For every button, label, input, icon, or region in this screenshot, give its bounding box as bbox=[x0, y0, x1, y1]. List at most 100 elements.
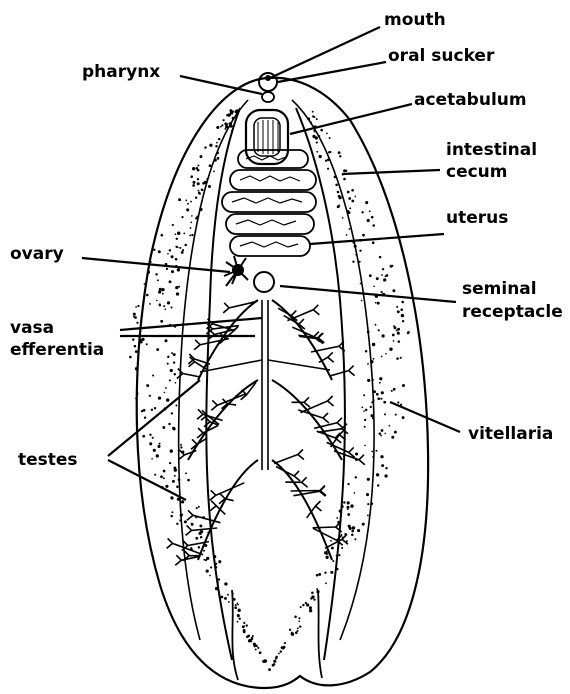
vitellaria-dot bbox=[372, 343, 375, 346]
label-seminal-line2: receptacle bbox=[462, 302, 563, 322]
vitellaria-dot bbox=[172, 224, 174, 226]
vitellaria-dot bbox=[170, 496, 173, 499]
vitellaria-dot bbox=[167, 363, 169, 365]
vitellaria-dot bbox=[362, 523, 365, 526]
vitellaria-dot bbox=[161, 234, 164, 237]
vitellaria-dot bbox=[400, 308, 403, 311]
vitellaria-dot bbox=[155, 273, 157, 275]
vitellaria-dot bbox=[181, 251, 184, 254]
vitellaria-dot bbox=[355, 476, 357, 478]
vitellaria-dot bbox=[151, 458, 153, 460]
vitellaria-dot bbox=[402, 320, 404, 322]
vitellaria-dot bbox=[176, 292, 179, 295]
vitellaria-dot bbox=[343, 501, 345, 503]
vitellaria-dot bbox=[227, 594, 229, 596]
vitellaria-dot bbox=[363, 394, 365, 396]
vitellaria-dot bbox=[185, 472, 187, 474]
vitellaria-dot bbox=[179, 519, 181, 521]
vitellaria-dot bbox=[371, 401, 373, 403]
vitellaria-dot bbox=[320, 129, 323, 132]
vitellaria-dot bbox=[163, 470, 166, 473]
vitellaria-dot bbox=[195, 537, 198, 540]
vitellaria-dot bbox=[350, 504, 353, 507]
vitellaria-dot bbox=[316, 574, 319, 577]
vitellaria-dot bbox=[311, 592, 314, 595]
vitellaria-dot bbox=[362, 234, 365, 237]
vitellaria-dot bbox=[235, 604, 237, 606]
vitellaria-dot bbox=[365, 409, 367, 411]
vitellaria-dot bbox=[372, 379, 374, 381]
vitellaria-dot bbox=[198, 190, 200, 192]
vitellaria-dot bbox=[294, 615, 297, 618]
vitellaria-dot bbox=[381, 429, 384, 432]
vitellaria-dot bbox=[391, 436, 394, 439]
vitellaria-dot bbox=[162, 293, 164, 295]
vitellaria-dot bbox=[177, 268, 180, 271]
vitellaria-dot bbox=[315, 136, 318, 139]
vitellaria-dot bbox=[379, 256, 382, 259]
testes-leader-2 bbox=[108, 460, 186, 500]
leader-lines bbox=[82, 27, 460, 500]
testis-twig bbox=[219, 494, 234, 504]
vitellaria-dot bbox=[190, 547, 192, 549]
vitellaria-dot bbox=[255, 645, 258, 648]
vitellaria-dot bbox=[365, 201, 368, 204]
vitellaria-dot bbox=[243, 625, 245, 627]
vitellaria-dot bbox=[217, 157, 220, 160]
vitellaria-dot bbox=[325, 582, 327, 584]
vitellaria-dot bbox=[193, 181, 196, 184]
vitellaria-dot bbox=[136, 322, 138, 324]
vitellaria-dot bbox=[372, 417, 374, 419]
testes-left bbox=[167, 300, 258, 565]
label-acetabulum: acetabulum bbox=[414, 90, 527, 110]
vitellaria-dot bbox=[324, 572, 326, 574]
vitellaria-dot bbox=[174, 373, 176, 375]
vitellaria-dot bbox=[176, 238, 178, 240]
vitellaria-dot bbox=[237, 614, 240, 617]
vitellaria-dot bbox=[136, 392, 138, 394]
vitellaria-dot bbox=[133, 313, 136, 316]
vitellaria-dot bbox=[381, 356, 383, 358]
vitellaria-dot bbox=[209, 575, 211, 577]
vitellaria-dot bbox=[214, 159, 217, 162]
vitellaria-dot bbox=[361, 407, 363, 409]
testis-twig bbox=[223, 301, 257, 313]
vitellaria-dot bbox=[134, 345, 137, 348]
testis-twig bbox=[197, 425, 218, 438]
vitellaria-dot bbox=[309, 609, 312, 612]
vitellaria-dot bbox=[347, 191, 350, 194]
vitellaria-dot bbox=[401, 301, 404, 304]
vitellaria-dot bbox=[174, 468, 177, 471]
vitellaria-dot bbox=[384, 413, 386, 415]
vitellaria-dot bbox=[367, 363, 369, 365]
vitellaria-dot bbox=[327, 168, 329, 170]
vitellaria-dot bbox=[152, 374, 154, 376]
vitellaria-dot bbox=[357, 529, 360, 532]
vitellaria-dot bbox=[394, 431, 397, 434]
vitellaria-dot bbox=[252, 635, 254, 637]
vitellaria-dot bbox=[170, 306, 172, 308]
vitellaria-dot bbox=[234, 606, 237, 609]
label-seminal-line1: seminal bbox=[462, 279, 537, 299]
vitellaria-dot bbox=[262, 660, 265, 663]
vitellaria-dot bbox=[381, 274, 383, 276]
vitellaria-dot bbox=[336, 517, 338, 519]
vitellaria-dot bbox=[135, 306, 137, 308]
vitellaria-dot bbox=[369, 210, 371, 212]
vitellaria-dot bbox=[349, 527, 352, 530]
vitellaria-dot bbox=[173, 361, 175, 363]
vitellaria-dot bbox=[297, 627, 299, 629]
vitellaria-dot bbox=[175, 258, 178, 261]
vitellaria-dot bbox=[173, 427, 176, 430]
vitellaria-dot bbox=[316, 151, 318, 153]
vitellaria-dot bbox=[355, 452, 358, 455]
vitellaria-dot bbox=[397, 310, 400, 313]
label-vitellaria: vitellaria bbox=[468, 424, 553, 444]
vitellaria-dot bbox=[224, 128, 226, 130]
vitellaria-dot bbox=[377, 302, 380, 305]
vitellaria-dot bbox=[205, 559, 207, 561]
vitellaria-dot bbox=[324, 551, 327, 554]
vitellaria-dot bbox=[330, 540, 332, 542]
vitellaria-dot bbox=[216, 142, 218, 144]
vitellaria-dot bbox=[169, 280, 172, 283]
